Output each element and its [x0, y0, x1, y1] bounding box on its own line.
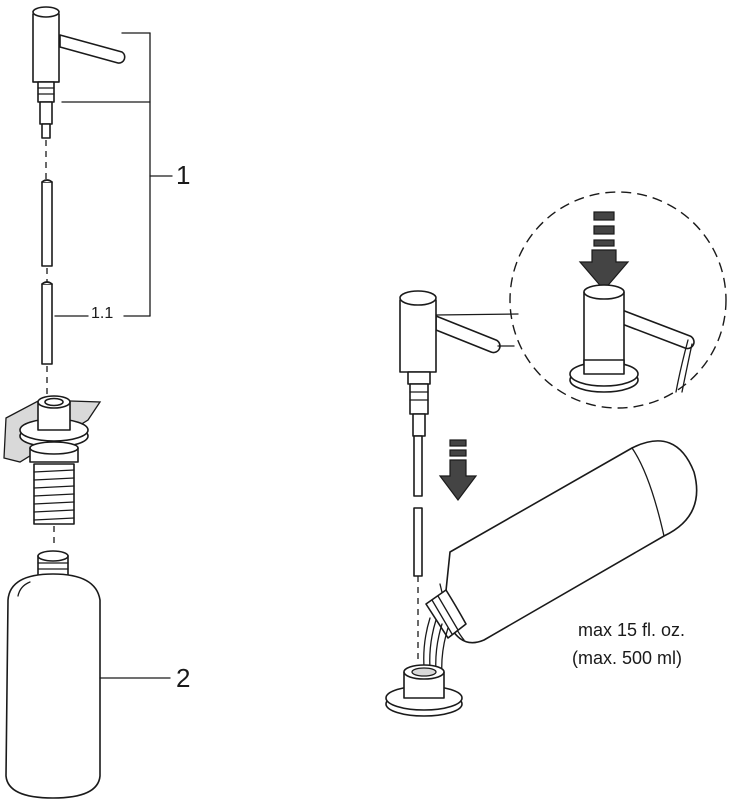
fill-note-line2: (max. 500 ml) [572, 648, 683, 668]
open-flange-icon [385, 664, 463, 717]
zoom-leader [435, 313, 519, 316]
bottle-icon [5, 550, 101, 799]
detail-circle [509, 191, 727, 409]
raised-pump-icon [399, 290, 501, 577]
refill-bottle-icon [425, 440, 698, 644]
pump-head-icon [32, 6, 126, 139]
press-down-arrow-icon [578, 211, 630, 291]
callout-label-2: 2 [176, 663, 191, 693]
mounting-flange-icon [3, 395, 102, 525]
callout-label-1-1: 1.1 [91, 305, 114, 322]
callout-bracket-1 [54, 32, 173, 317]
insert-arrow-icon [438, 439, 478, 501]
tube-extension-icon [41, 281, 53, 365]
callout-label-1: 1 [176, 160, 191, 190]
pump-seated-icon [569, 284, 695, 393]
fill-note-line1: max 15 fl. oz. [578, 620, 686, 640]
tube-icon [41, 179, 53, 267]
